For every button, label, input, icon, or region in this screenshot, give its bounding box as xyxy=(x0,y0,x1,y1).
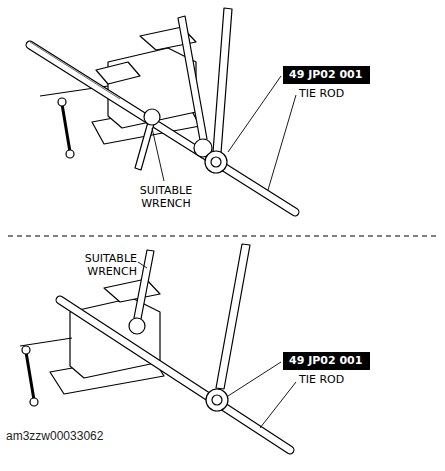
sst-handle xyxy=(213,8,232,153)
tie-rod-outline xyxy=(60,300,290,450)
leader-line xyxy=(260,382,296,428)
vise-screw xyxy=(20,338,72,346)
vise-handle xyxy=(26,352,34,400)
sst-socket xyxy=(212,395,222,405)
bottom-panel xyxy=(20,244,296,450)
handle-knob xyxy=(22,346,30,354)
handle-knob xyxy=(66,150,74,158)
part-label: TIE ROD xyxy=(298,87,345,100)
sst-socket xyxy=(211,157,221,167)
part-label: SUITABLE WRENCH xyxy=(62,252,138,278)
sst-handle xyxy=(216,244,250,389)
vise-handle xyxy=(62,104,70,152)
tool-number: 49 JP02 001 xyxy=(289,68,364,82)
handle-knob xyxy=(58,98,66,106)
figure-code: am3zzw00033062 xyxy=(5,430,104,443)
vise-jaw xyxy=(104,279,160,302)
leader-line xyxy=(228,362,281,396)
vise-body xyxy=(108,48,196,128)
sst-head xyxy=(205,151,227,173)
suitable-wrench xyxy=(135,122,154,170)
leader-line xyxy=(268,95,296,190)
wrench-head xyxy=(129,318,145,334)
part-label: SUITABLE WRENCH xyxy=(128,184,204,210)
top-panel xyxy=(30,8,296,212)
tie-rod-outline xyxy=(30,45,295,212)
tool-number: 49 JP02 001 xyxy=(289,354,364,368)
vise-jaw xyxy=(96,62,140,84)
leader-line xyxy=(152,128,164,181)
leader-line xyxy=(228,76,281,152)
tool-number-box: 49 JP02 001 xyxy=(283,352,370,370)
tie-rod-body xyxy=(30,45,295,212)
sst-head xyxy=(206,389,228,411)
rack-edge xyxy=(30,42,120,99)
wrench-head xyxy=(144,109,160,125)
panel-divider xyxy=(8,236,437,237)
tool-number-box: 49 JP02 001 xyxy=(283,66,370,84)
leader-line xyxy=(138,262,147,268)
tie-rod-body xyxy=(60,300,290,450)
handle-knob xyxy=(30,398,38,406)
wrench xyxy=(178,16,207,140)
part-label: TIE ROD xyxy=(298,373,345,386)
